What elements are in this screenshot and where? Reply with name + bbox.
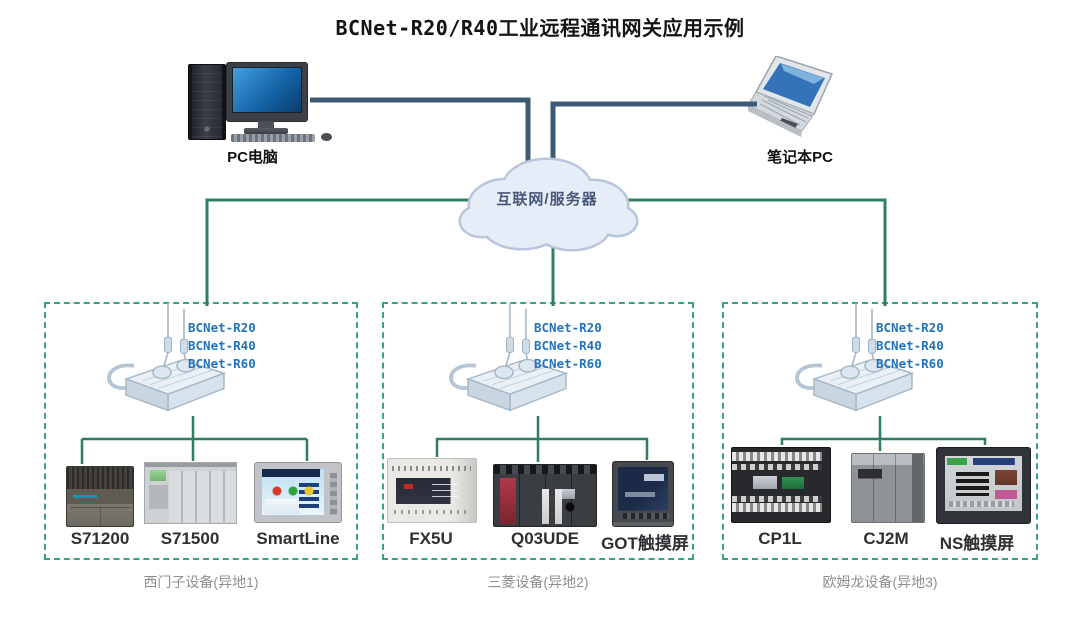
group-box-siemens [44,302,358,560]
cloud-fill [461,160,636,249]
laptop-front-edge [748,105,802,137]
pc-label: PC电脑 [227,149,278,166]
gateway-label: BCNet-R40 [876,338,944,353]
device-q03ude [493,464,597,527]
gateway-labels-mitsubishi: BCNet-R20 BCNet-R40 BCNet-R60 [534,319,602,373]
device-label-q03ude: Q03UDE [510,529,580,548]
device-s71200 [66,466,134,527]
gateway-label: BCNet-R40 [534,338,602,353]
device-label-cj2m: CJ2M [863,529,909,548]
internet-cloud-icon [458,157,639,252]
device-label-cp1l: CP1L [758,529,802,548]
device-cp1l [731,447,831,523]
keyboard-icon [231,134,315,142]
cloud-label: 互联网/服务器 [496,191,598,208]
gateway-label: BCNet-R20 [876,320,944,335]
device-label-fx5u: FX5U [409,529,453,548]
laptop-label: 笔记本PC [767,149,833,166]
laptop-key-rows [759,95,813,126]
pc-to-cloud-line [310,97,531,168]
device-label-ns: NS触摸屏 [939,534,1015,553]
gateway-label: BCNet-R20 [534,320,602,335]
device-label-smartline: SmartLine [256,529,340,548]
gateway-cable [107,363,135,390]
omron-bus-lines [780,416,987,451]
monitor-base [244,128,288,134]
gateway-label: BCNet-R60 [188,356,256,371]
mouse-icon [321,133,332,141]
gateway-label: BCNet-R60 [534,356,602,371]
device-fx5u [387,458,477,523]
device-label-s71200: S71200 [70,529,130,548]
monitor-stand [258,121,274,129]
gateway-labels-omron: BCNet-R20 BCNet-R40 BCNet-R60 [876,319,944,373]
caption-mitsubishi: 三菱设备(异地2) [487,574,589,590]
gateway-label: BCNet-R20 [188,320,256,335]
device-got-touchscreen [612,461,674,527]
laptop-screen-glare [781,64,824,84]
caption-siemens: 西门子设备(异地1) [143,574,259,590]
cloud-to-omron-line [580,198,887,306]
gateway-device-icon-omron [795,303,915,412]
mitsubishi-bus-lines [435,416,649,462]
gateway-cable [795,363,823,390]
gateway-cable [449,363,477,390]
gateway-device-icon-siemens [107,303,227,412]
desktop-tower-icon [188,64,226,140]
gateway-label: BCNet-R60 [876,356,944,371]
gateway-body [123,358,227,412]
monitor-screen [232,67,302,113]
gateway-antennas [504,303,530,369]
laptop-to-cloud-line [550,101,757,168]
gateway-antennas [850,303,876,369]
device-label-got: GOT触摸屏 [601,534,689,553]
device-s71500 [144,462,237,524]
device-ns-touchscreen [936,447,1031,524]
group-box-mitsubishi [382,302,694,560]
gateway-device-icon-mitsubishi [449,303,569,412]
cloud-to-siemens-line [205,198,510,306]
siemens-bus-lines [80,416,309,464]
gateway-label: BCNet-R40 [188,338,256,353]
caption-omron: 欧姆龙设备(异地3) [822,574,938,590]
device-label-s71500: S71500 [160,529,220,548]
laptop-icon [748,56,834,137]
group-box-omron [722,302,1038,560]
device-smartline [254,462,342,523]
desktop-monitor-icon [226,62,308,122]
gateway-body [465,358,569,412]
device-cj2m [851,453,925,523]
gateway-body [811,358,915,412]
page-title: BCNet-R20/R40工业远程通讯网关应用示例 [335,16,745,40]
gateway-labels-siemens: BCNet-R20 BCNet-R40 BCNet-R60 [188,319,256,373]
